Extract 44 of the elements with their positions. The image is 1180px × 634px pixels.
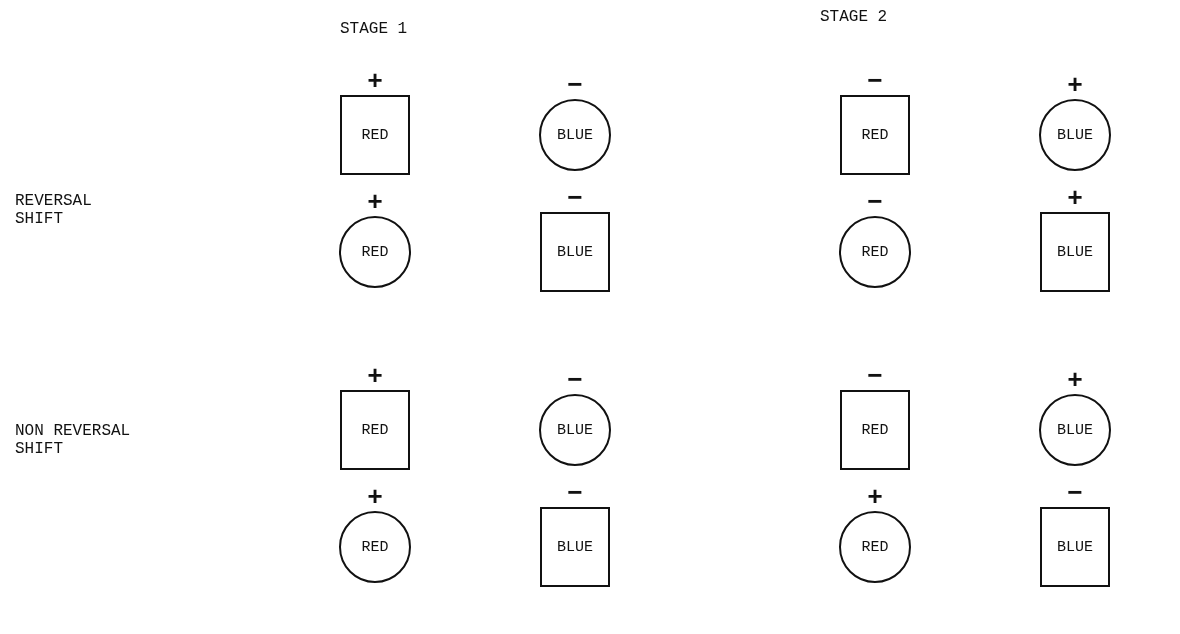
- polarity-sign: −: [566, 73, 584, 99]
- polarity-sign: −: [866, 364, 884, 390]
- polarity-sign: +: [366, 485, 384, 511]
- polarity-sign: +: [866, 485, 884, 511]
- square-box: [340, 95, 410, 175]
- color-label: RED: [861, 538, 889, 556]
- square-box: [540, 507, 610, 587]
- polarity-sign: +: [366, 364, 384, 390]
- polarity-sign: +: [366, 69, 384, 95]
- polarity-sign: −: [866, 69, 884, 95]
- color-label: RED: [361, 243, 389, 261]
- square-box: [340, 390, 410, 470]
- polarity-sign: −: [1066, 481, 1084, 507]
- square-box: [1040, 507, 1110, 587]
- color-label: BLUE: [1057, 421, 1093, 439]
- polarity-sign: −: [566, 481, 584, 507]
- column-heading: STAGE 2: [820, 8, 889, 26]
- polarity-sign: −: [866, 190, 884, 216]
- column-heading: STAGE 1: [340, 20, 409, 38]
- polarity-sign: +: [1066, 73, 1084, 99]
- polarity-sign: +: [366, 190, 384, 216]
- color-label: RED: [861, 243, 889, 261]
- color-label: RED: [361, 126, 389, 144]
- polarity-sign: +: [1066, 186, 1084, 212]
- color-label: BLUE: [557, 538, 593, 556]
- color-label: RED: [361, 421, 389, 439]
- color-label: RED: [361, 538, 389, 556]
- square-box: [840, 390, 910, 470]
- square-box: [1040, 212, 1110, 292]
- color-label: BLUE: [557, 126, 593, 144]
- square-box: [540, 212, 610, 292]
- square-box: [840, 95, 910, 175]
- color-label: RED: [861, 421, 889, 439]
- color-label: BLUE: [557, 421, 593, 439]
- polarity-sign: −: [566, 186, 584, 212]
- color-label: BLUE: [1057, 243, 1093, 261]
- color-label: BLUE: [1057, 538, 1093, 556]
- color-label: BLUE: [1057, 126, 1093, 144]
- color-label: RED: [861, 126, 889, 144]
- row-heading: REVERSAL SHIFT: [15, 192, 93, 228]
- row-heading: NON REVERSAL SHIFT: [15, 422, 132, 458]
- color-label: BLUE: [557, 243, 593, 261]
- polarity-sign: −: [566, 368, 584, 394]
- polarity-sign: +: [1066, 368, 1084, 394]
